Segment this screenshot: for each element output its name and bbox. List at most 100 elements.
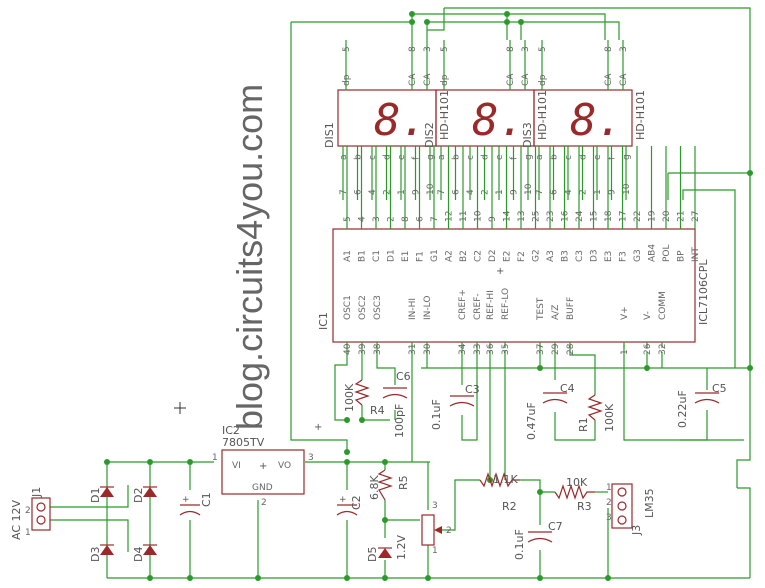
ic1-top-pin-name: B1 <box>358 250 368 262</box>
ic1-top-pin-number: 19 <box>648 210 658 222</box>
c4-value: 0.47uF <box>525 402 538 440</box>
display-segment-name: e <box>495 154 505 160</box>
r5-label: R5 <box>397 475 410 490</box>
ic1-bottom-pin-number: 38 <box>373 343 383 355</box>
ic1-top-pin-name: INT <box>691 247 701 262</box>
display-segment-number: 2 <box>481 189 491 195</box>
display-top-pin-name: CA <box>604 73 614 86</box>
capacitor-c5 <box>694 392 720 404</box>
ic1-top-pin-number: 10 <box>474 210 484 222</box>
dis3-part: HD-H101 <box>634 90 647 140</box>
ic1-top-pin-name: POL <box>662 244 672 262</box>
resistor-r3 <box>554 484 595 500</box>
ic1-top-pin-name: C1 <box>372 250 382 262</box>
r1-label: R1 <box>577 417 590 432</box>
ic1-bottom-pin-number: 1 <box>620 349 630 355</box>
display-segment-number: 9 <box>412 189 422 195</box>
ic1-bottom-pin-name: CREF+ <box>458 289 468 320</box>
ic1-top-pin-number: 23 <box>546 211 556 222</box>
ic1-bottom-pin-number: 36 <box>486 343 496 355</box>
display-segment-number: 6 <box>452 189 462 195</box>
ic1-top-pin-number: 22 <box>633 211 643 222</box>
reg-part: 7805TV <box>222 436 265 449</box>
display-segment-name: a <box>339 154 349 160</box>
dis1-refdes: DIS1 <box>323 122 336 148</box>
ic1-top-pin-number: 8 <box>401 216 411 222</box>
ic1-top-pin-name: A2 <box>445 250 455 262</box>
ic1-bottom-pin-number: 34 <box>458 343 468 355</box>
connector-j3 <box>611 483 633 529</box>
svg-text:+: + <box>339 495 347 505</box>
display-top-pin-number: 8 <box>604 46 614 52</box>
ic1-top-pin-number: 4 <box>358 216 368 222</box>
display-top-pin-name: dp <box>342 74 352 86</box>
c2-label: C2 <box>350 495 363 510</box>
display-segment-number: 4 <box>368 189 378 195</box>
ic1-top-pin-name: E1 <box>401 251 411 262</box>
j1-pin1: 1 <box>25 528 31 538</box>
ic1-bottom-pin-number: 32 <box>658 344 668 355</box>
dis2-part: HD-H101 <box>536 90 549 140</box>
j3-pin2: 2 <box>606 498 612 508</box>
ic1-top-pin-name: B3 <box>561 250 571 262</box>
display-segment-number: 7 <box>339 189 349 195</box>
display-top-pin-number: 8 <box>408 46 418 52</box>
display-top-pin-name: CA <box>521 73 531 86</box>
ic1-part: ICL7106CPL <box>697 259 710 325</box>
ic1-bottom-pin-number: 39 <box>358 343 368 355</box>
c3-label: C3 <box>465 383 480 396</box>
display-segment-name: c <box>368 155 378 160</box>
display-pins: 5dp8CA3CAa7b6c4d2e1f9g105dp8CA3CAa7b6c4d… <box>339 40 632 200</box>
display-top-pin-number: 5 <box>342 46 352 52</box>
capacitor-c4 <box>542 392 568 404</box>
display-segment-name: e <box>397 154 407 160</box>
ic1-top-pin-number: 24 <box>575 210 585 222</box>
c7-value: 0.1uF <box>513 529 526 560</box>
ic1-top-pin-name: B2 <box>459 250 469 262</box>
display-segment-number: 9 <box>510 189 520 195</box>
ic1-bottom-pin-name: V- <box>643 311 653 320</box>
d3-label: D3 <box>89 547 102 562</box>
c4-label: C4 <box>560 382 575 395</box>
ic1-top-pin-name: A3 <box>546 250 556 262</box>
ic1-bottom-pin-name: CREF- <box>473 293 483 320</box>
j1-refdes: J1 <box>30 487 43 498</box>
j3-value: LM35 <box>643 488 656 518</box>
capacitor-c7 <box>527 531 553 543</box>
r3-label: R3 <box>577 500 592 513</box>
reg-vo: VO <box>278 461 291 471</box>
ic1-bottom-pin-number: 30 <box>423 343 433 355</box>
r1-value: 100K <box>603 403 616 432</box>
display-segment-number: 6 <box>550 189 560 195</box>
ic1-top-pin-name: F3 <box>619 251 629 262</box>
resistor-r5 <box>377 469 393 501</box>
d5-value: 1.2V <box>395 535 408 560</box>
ic1-top-pin-number: 2 <box>387 216 397 222</box>
ic1-top-pin-number: 16 <box>561 210 571 222</box>
ic1-bottom-pin-name: A/Z <box>551 305 561 320</box>
svg-text:+: + <box>182 495 190 505</box>
ic1-bottom-pin-name: OSC1 <box>343 295 353 320</box>
ic1-bottom-pin-name: OSC2 <box>358 295 368 320</box>
junctions <box>104 11 753 581</box>
dis3-refdes: DIS3 <box>521 122 534 148</box>
d2-label: D2 <box>132 488 145 503</box>
ic1-top-pin-name: G2 <box>532 249 542 262</box>
ic1-top-pin-number: 3 <box>372 216 382 222</box>
ic1-bottom-pin-name: IN-HI <box>408 298 418 320</box>
ic1-top-pin-number: 13 <box>517 211 527 222</box>
reg-gnd: GND <box>252 483 273 493</box>
ic1-top-pin-name: F1 <box>416 251 426 262</box>
ic1-top-pin-number: 21 <box>677 211 687 222</box>
r5-value: 6.8K <box>368 475 381 500</box>
dis2-refdes: DIS2 <box>423 122 436 148</box>
j3-pin1: 1 <box>606 483 612 493</box>
diode-d5 <box>378 547 392 558</box>
wires <box>50 7 751 579</box>
ic1-top-pin-name: F2 <box>517 251 527 262</box>
ic1-top-pin-name: D2 <box>488 249 498 262</box>
pot-pin3: 3 <box>432 501 438 511</box>
ic1-top-pin-name: D1 <box>387 249 397 262</box>
d4-label: D4 <box>132 547 145 562</box>
